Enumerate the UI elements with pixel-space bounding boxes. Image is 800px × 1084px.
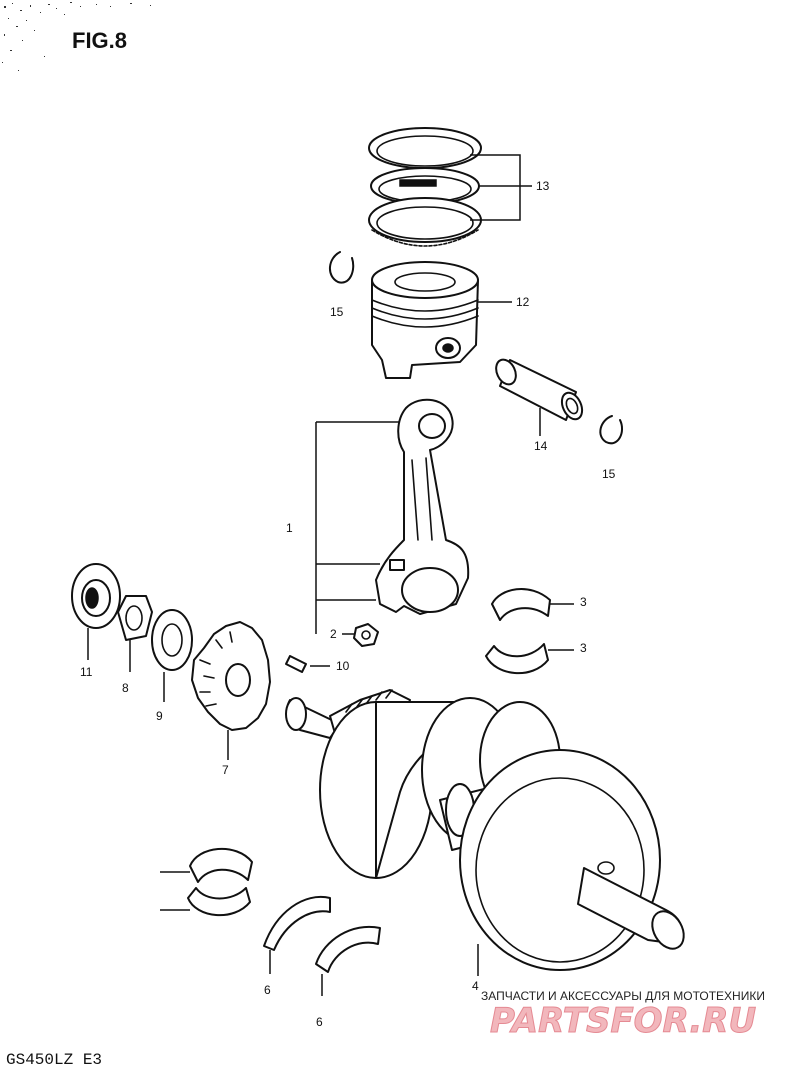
callout-6-bottom: 6 xyxy=(316,1015,323,1029)
callout-4: 4 xyxy=(472,979,479,993)
piston-pin xyxy=(495,358,584,421)
woodruff-key xyxy=(285,655,307,673)
callout-14: 14 xyxy=(534,439,548,453)
callout-3-upper: 3 xyxy=(580,595,587,609)
figure-title: FIG.8 xyxy=(72,28,127,53)
watermark-caption: ЗАПЧАСТИ И АКСЕССУАРЫ ДЛЯ МОТОТЕХНИКИ xyxy=(481,989,765,1003)
circlip-upper xyxy=(329,251,355,284)
connecting-rod xyxy=(375,398,470,615)
bearing-upper xyxy=(491,587,551,621)
piston-rings xyxy=(368,127,482,247)
callout-1: 1 xyxy=(286,521,293,535)
callout-6-left: 6 xyxy=(264,983,271,997)
piston xyxy=(371,261,479,379)
callout-10: 10 xyxy=(336,659,350,673)
callout-8: 8 xyxy=(122,681,129,695)
main-bearing-pair xyxy=(187,848,253,916)
washer xyxy=(151,609,193,671)
callout-15-right: 15 xyxy=(602,467,616,481)
callout-13: 13 xyxy=(536,179,550,193)
watermark-logo: PARTSFOR.RU xyxy=(490,1001,756,1041)
callout-2: 2 xyxy=(330,627,337,641)
circlip-right xyxy=(599,415,624,445)
gear-nut xyxy=(117,595,153,641)
oil-seal xyxy=(71,563,121,629)
main-bearing-left xyxy=(263,895,331,951)
conrod-nut xyxy=(353,623,379,647)
scan-noise xyxy=(2,2,151,71)
callout-12: 12 xyxy=(516,295,530,309)
primary-drive-gear xyxy=(191,621,271,731)
main-bearing-right xyxy=(315,925,381,973)
callout-3-lower: 3 xyxy=(580,641,587,655)
callout-11: 11 xyxy=(80,665,93,679)
model-code: GS450LZ E3 xyxy=(6,1051,102,1069)
callout-15-upper: 15 xyxy=(330,305,344,319)
callout-7: 7 xyxy=(222,763,229,777)
bearing-lower xyxy=(485,643,549,674)
crankshaft xyxy=(285,689,685,971)
callout-9: 9 xyxy=(156,709,163,723)
